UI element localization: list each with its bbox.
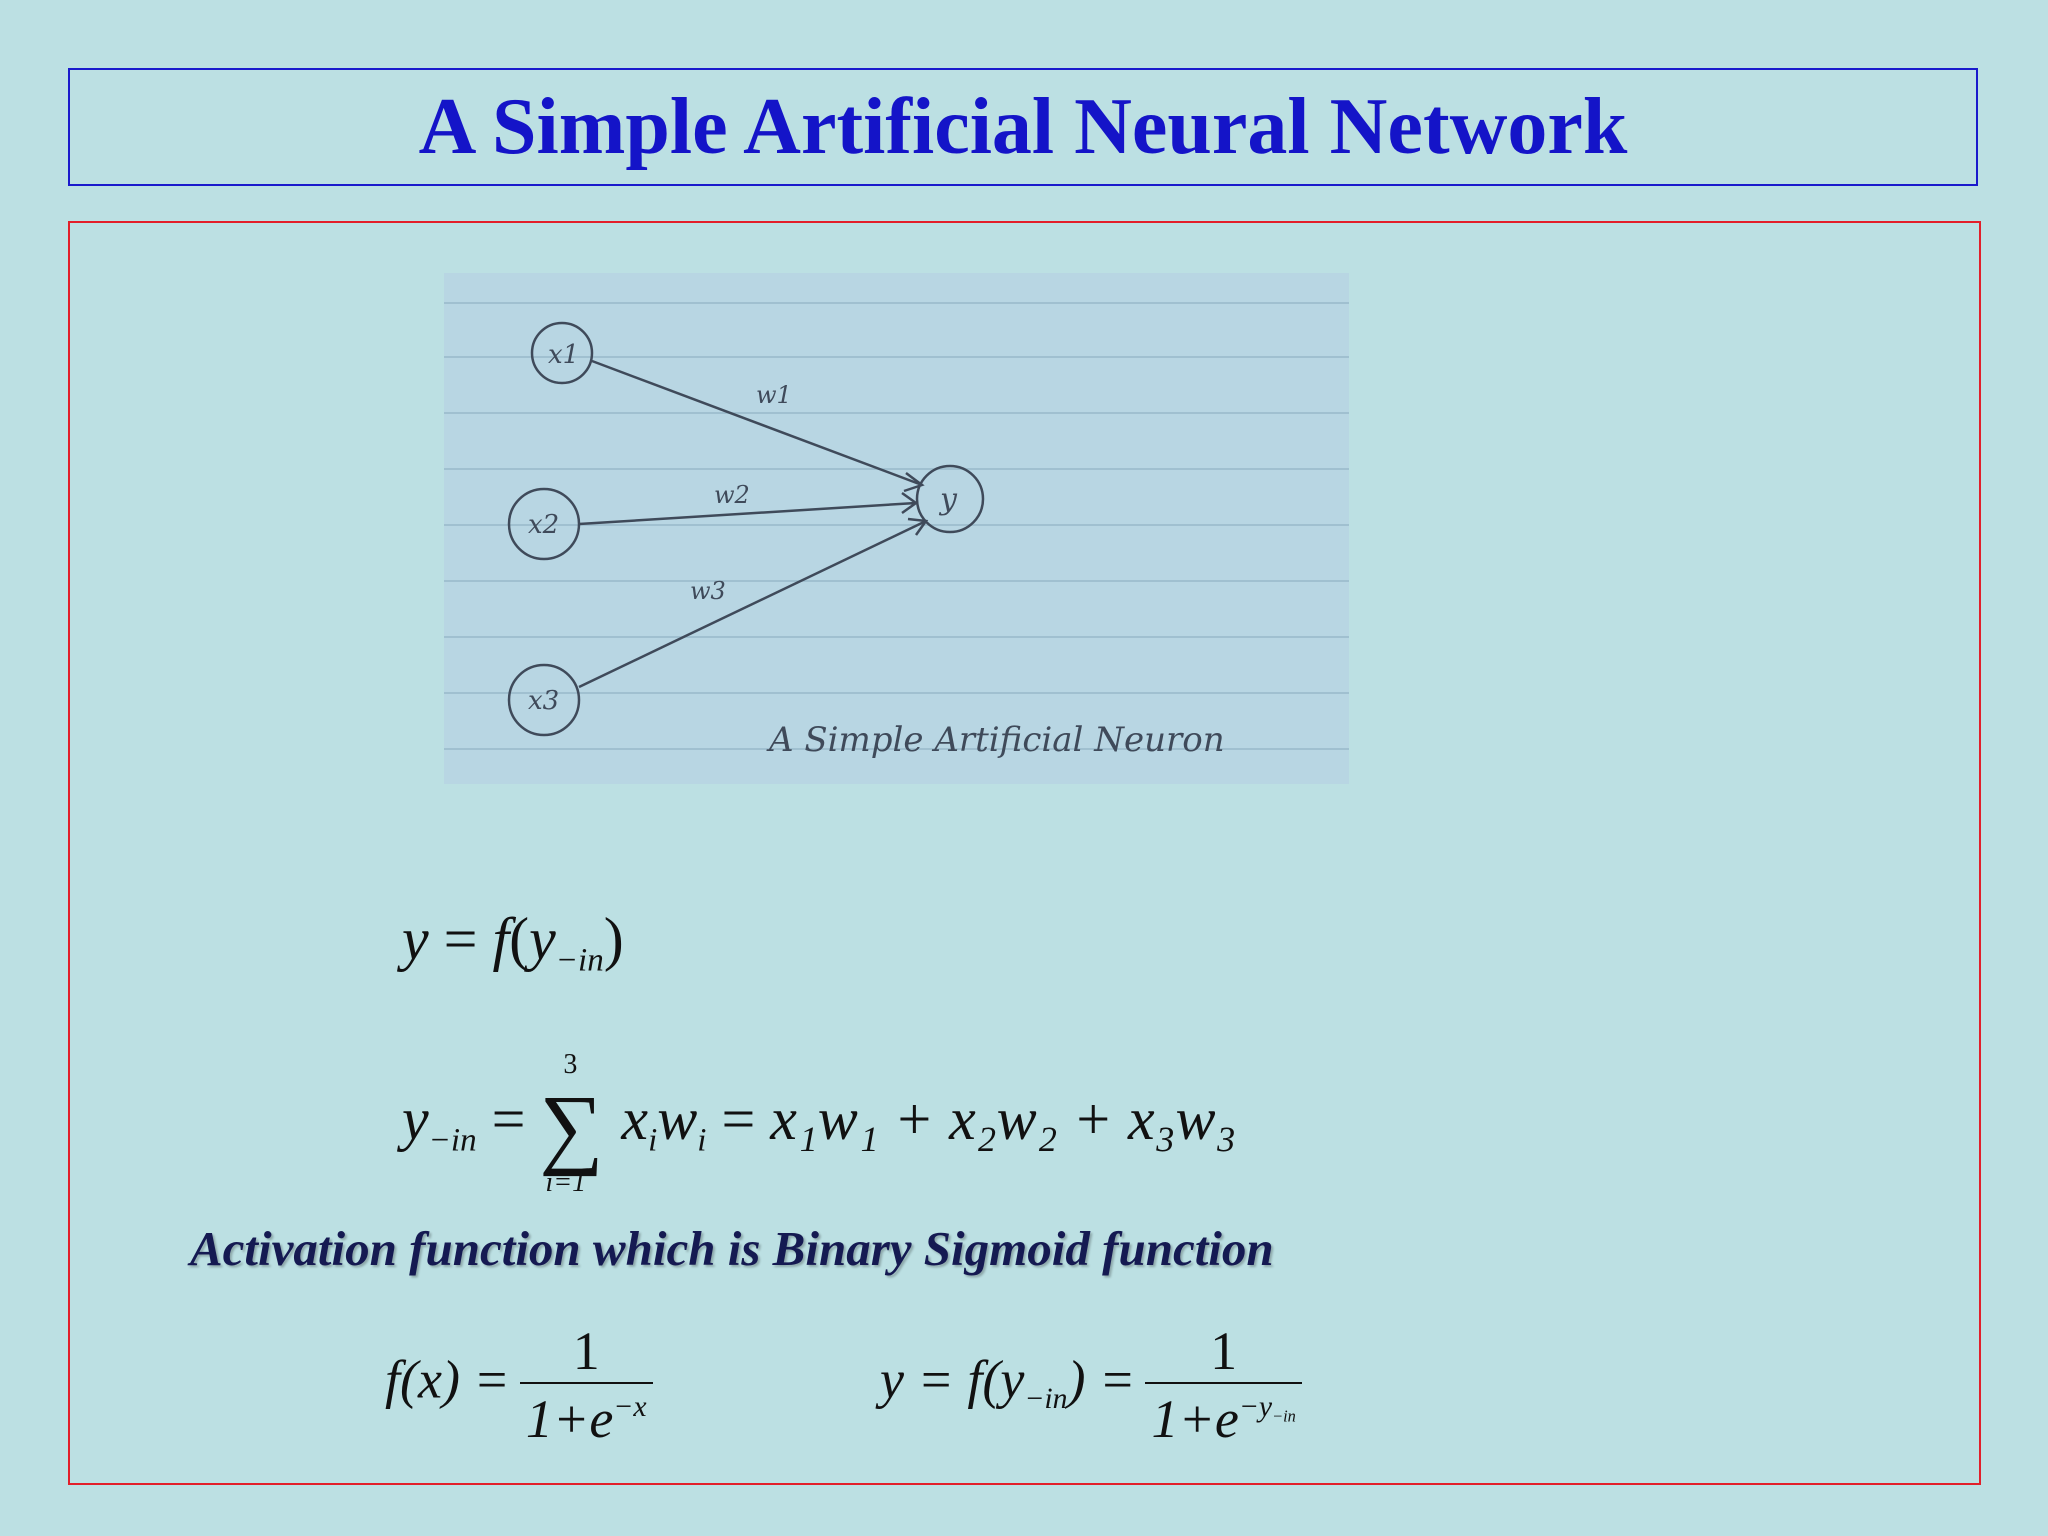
node-y [915,464,985,534]
notebook-lines [444,302,1349,750]
node-x3-label: x3 [528,686,559,716]
slide-title: A Simple Artificial Neural Network [418,83,1628,171]
neuron-diagram-photo: x1 x2 x3 y w1 w2 w3 A Simple Artificial … [444,273,1349,784]
equation-output: y = f(y−in) [402,906,624,979]
weight-w2-label: w2 [714,481,750,509]
neuron-diagram: x1 x2 x3 y w1 w2 w3 A Simple Artificial … [444,302,1349,760]
node-x1-label: x1 [548,340,579,370]
title-box: A Simple Artificial Neural Network [68,68,1978,186]
arrowhead-w2 [901,491,919,515]
weight-w1-label: w1 [756,381,792,409]
edge-w1 [591,359,923,487]
weight-w3-label: w3 [690,577,726,605]
node-y-label: y [938,482,958,517]
diagram-caption: A Simple Artificial Neuron [766,720,1225,760]
node-x3 [507,663,581,737]
edge-w3 [578,519,927,689]
arrowhead-w1 [903,472,925,493]
activation-heading: Activation function which is Binary Sigm… [190,1221,1274,1276]
node-x1 [530,321,594,385]
edge-w2 [578,501,917,526]
node-x2-label: x2 [528,510,559,540]
content-box [68,221,1981,1485]
summation: 3∑i=1 [539,1049,604,1198]
arrowhead-w3 [907,517,929,536]
